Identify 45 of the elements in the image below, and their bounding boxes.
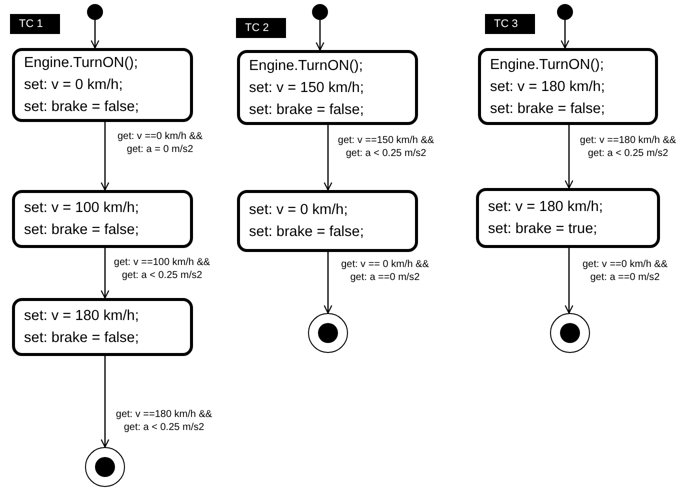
action-text: set: brake = true;: [488, 220, 598, 239]
edge-label: get: v == 0 km/h && get: a ==0 m/s2: [340, 258, 430, 284]
state-box: [237, 190, 418, 252]
state-box: [12, 48, 193, 122]
action-text: set: v = 100 km/h;: [24, 199, 140, 218]
action-text: set: v = 180 km/h;: [490, 78, 606, 96]
action-text: Engine.TurnON();: [490, 56, 605, 74]
action-text: set: v = 180 km/h;: [488, 198, 604, 217]
initial-state: [87, 4, 103, 20]
state-box: [237, 50, 418, 125]
state-box: [12, 190, 193, 248]
test-case-tag: TC 1: [10, 14, 60, 34]
test-case-tag: TC 3: [485, 14, 535, 34]
arrow: [564, 248, 574, 314]
action-text: set: v = 0 km/h;: [249, 201, 349, 220]
arrow: [100, 122, 110, 191]
state-box: [478, 48, 658, 125]
state-box: [476, 188, 660, 248]
final-state: [550, 313, 590, 353]
action-text: set: v = 150 km/h;: [249, 78, 365, 98]
arrow: [564, 125, 574, 189]
initial-state: [557, 4, 573, 20]
arrow: [324, 125, 332, 191]
action-text: set: brake = false;: [24, 221, 140, 240]
action-text: set: brake = false;: [490, 100, 606, 118]
initial-state: [312, 4, 328, 20]
action-text: set: brake = false;: [24, 329, 140, 348]
action-text: set: v = 0 km/h;: [24, 76, 124, 95]
action-text: set: v = 180 km/h;: [24, 307, 140, 326]
action-text: Engine.TurnON();: [24, 54, 139, 73]
state-box: [12, 298, 193, 356]
action-text: set: brake = false;: [249, 100, 365, 120]
arrow: [316, 20, 324, 51]
action-text: Engine.TurnON();: [249, 56, 364, 76]
arrow: [90, 20, 100, 49]
action-text: set: brake = false;: [249, 223, 365, 242]
final-state: [85, 447, 125, 487]
arrow: [100, 248, 110, 299]
action-text: set: brake = false;: [24, 98, 140, 117]
test-case-tag: TC 2: [236, 18, 286, 38]
arrow: [324, 252, 332, 314]
arrow: [100, 356, 110, 448]
edge-label: get: v ==0 km/h && get: a ==0 m/s2: [580, 258, 670, 284]
arrow: [560, 20, 570, 49]
final-state: [308, 313, 348, 353]
